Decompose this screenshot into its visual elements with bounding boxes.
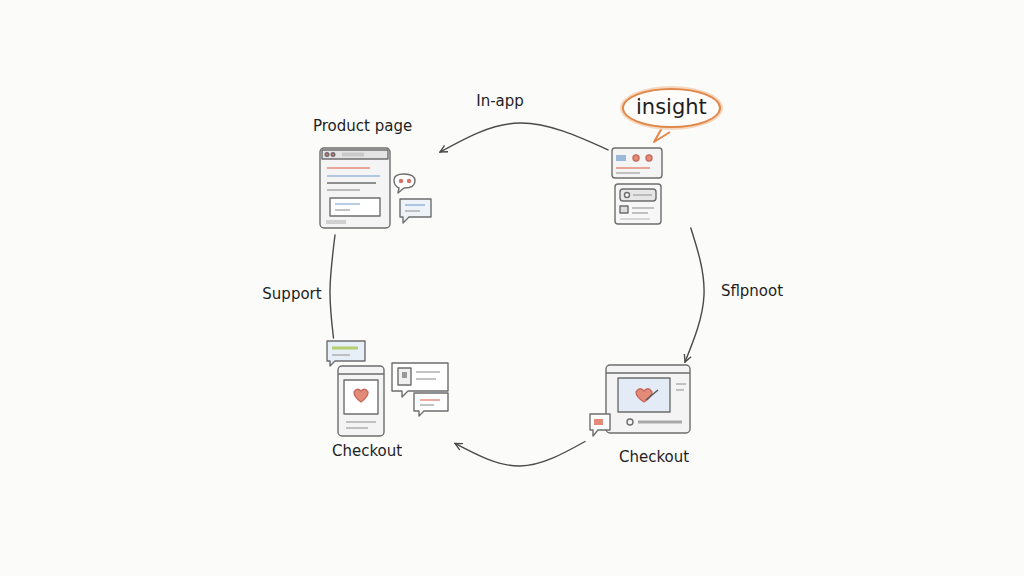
insight-node: insight [608, 86, 746, 228]
checkout-phone-sketch [327, 341, 448, 436]
checkout-node: Checkout [585, 362, 710, 468]
product-page-sketch [320, 148, 390, 228]
node-label: Checkout [332, 442, 402, 460]
flow-arrow [440, 123, 608, 152]
edge-label: In-app [473, 91, 527, 111]
node-label: Product page [313, 117, 412, 135]
speech-bubbles [394, 174, 431, 223]
flow-arrow [455, 442, 585, 467]
product-page-node: Product page [300, 113, 440, 235]
monitor-sketch [590, 365, 690, 436]
app-screen-sketch [612, 128, 670, 224]
edge-label: Support [259, 284, 324, 304]
insight-bubble: insight [622, 88, 721, 128]
edge-label: Sflpnoot [718, 281, 786, 301]
node-label: Checkout [619, 448, 689, 466]
flow-arrow [330, 235, 335, 338]
checkout-node: Checkout [320, 338, 455, 462]
flow-arrow [685, 228, 704, 362]
